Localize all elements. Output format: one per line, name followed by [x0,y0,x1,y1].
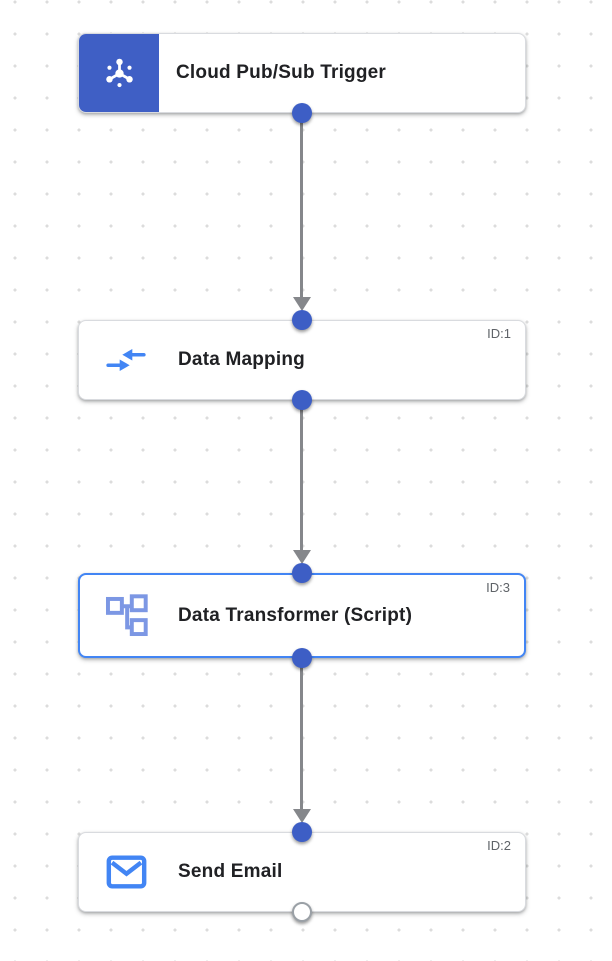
data-mapping-icon [103,337,149,383]
pubsub-icon [79,34,159,112]
input-port-send-email[interactable] [292,822,312,842]
output-port-data-transformer[interactable] [292,648,312,668]
node-data-transformer-script[interactable]: Data Transformer (Script) ID:3 [78,573,526,658]
node-id-badge: ID:3 [486,580,510,595]
node-title: Data Mapping [178,349,305,370]
node-data-mapping[interactable]: Data Mapping ID:1 [78,320,526,400]
edge-arrowhead [293,297,311,311]
edge-arrowhead [293,550,311,564]
node-title: Send Email [178,861,283,882]
edge-trigger-to-mapping[interactable] [300,113,303,297]
edge-mapping-to-transformer[interactable] [300,400,303,550]
output-port-data-mapping[interactable] [292,390,312,410]
output-port-send-email-empty[interactable] [292,902,312,922]
node-title: Cloud Pub/Sub Trigger [176,62,387,83]
input-port-data-transformer[interactable] [292,563,312,583]
node-id-badge: ID:1 [487,326,511,341]
output-port-trigger[interactable] [292,103,312,123]
send-email-icon [103,849,149,895]
edge-transformer-to-email[interactable] [300,658,303,809]
node-id-badge: ID:2 [487,838,511,853]
node-cloud-pubsub-trigger[interactable]: Cloud Pub/Sub Trigger [78,33,526,113]
input-port-data-mapping[interactable] [292,310,312,330]
edge-arrowhead [293,809,311,823]
data-transformer-icon [103,593,149,639]
node-send-email[interactable]: Send Email ID:2 [78,832,526,912]
node-title: Data Transformer (Script) [178,604,413,626]
